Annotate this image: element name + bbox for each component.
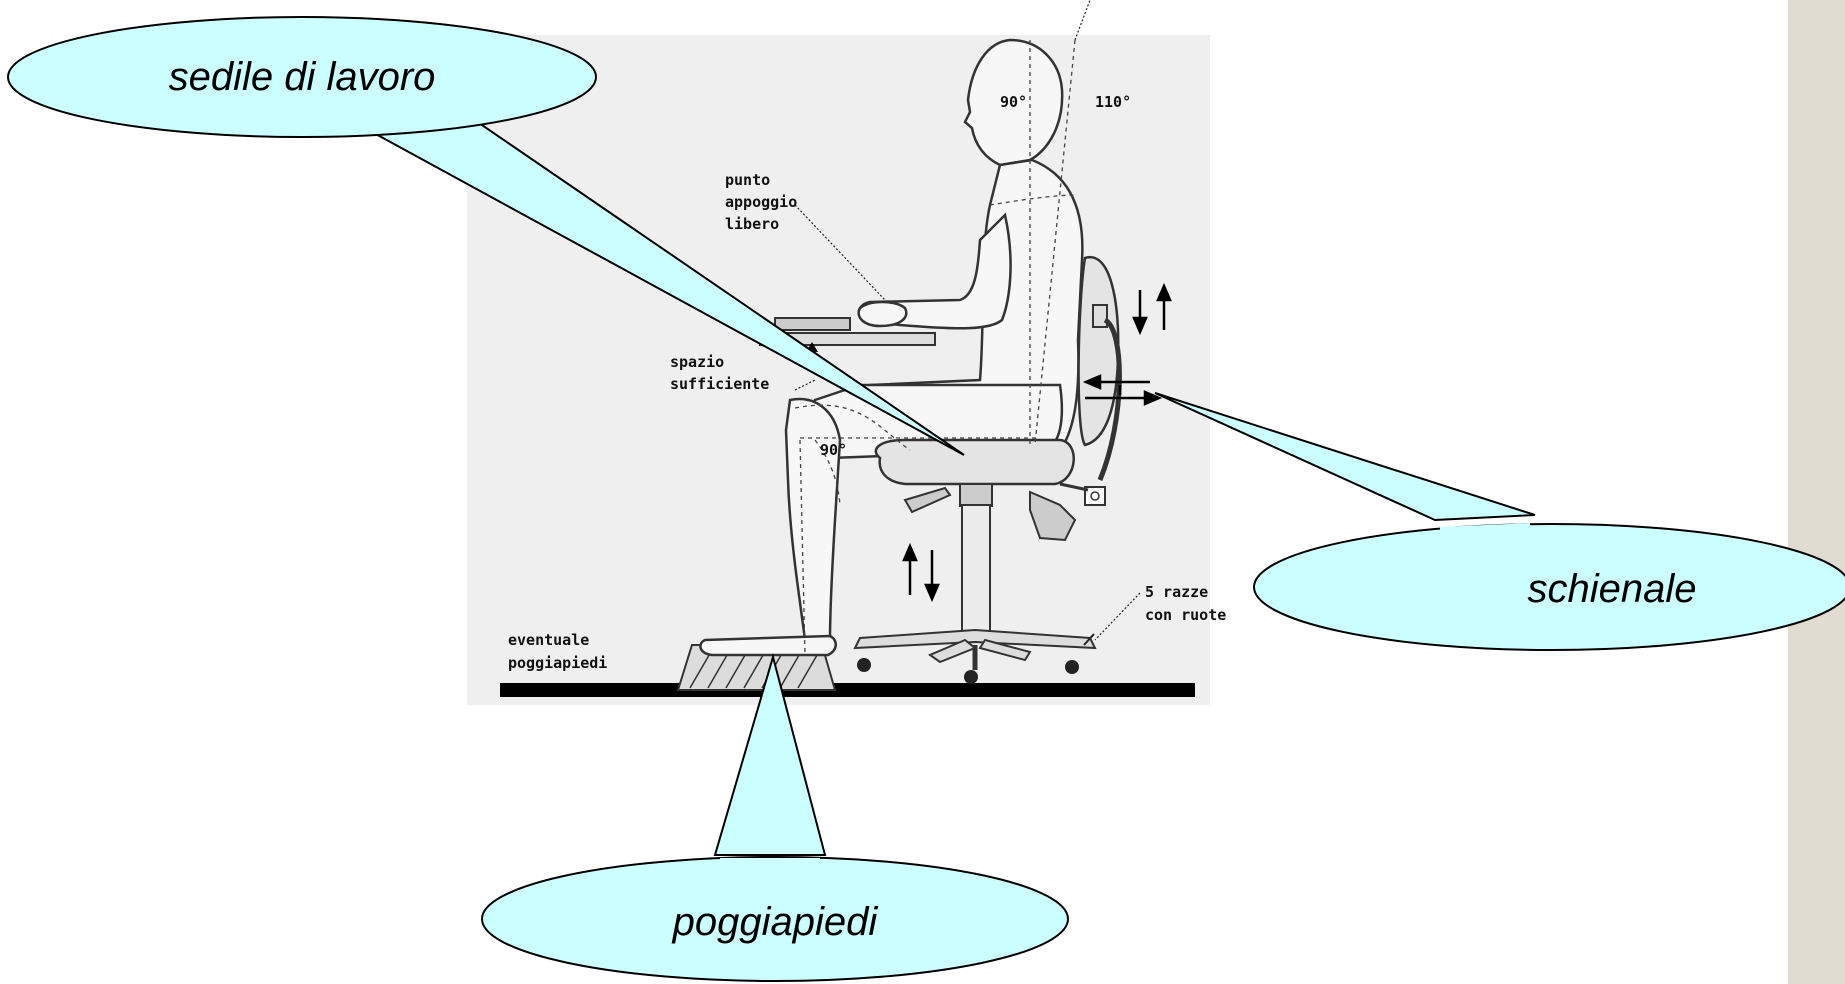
label-support-3: libero <box>725 215 779 233</box>
label-support-2: appoggio <box>725 193 797 211</box>
label-angle-knee: 90° <box>820 441 847 459</box>
label-support-1: punto <box>725 171 770 189</box>
label-angle-back: 110° <box>1095 93 1131 111</box>
label-space-2: sufficiente <box>670 375 769 393</box>
wheel <box>1065 660 1079 674</box>
seated-posture-illustration: 90° 110° punto appoggio libero spazio su… <box>467 0 1226 705</box>
keyboard <box>775 318 850 330</box>
callout-footrest-text: poggiapiedi <box>672 900 879 944</box>
label-wheels-2: con ruote <box>1145 606 1226 624</box>
label-footrest-1: eventuale <box>508 631 589 649</box>
label-angle-head: 90° <box>1000 93 1027 111</box>
callout-backrest: schienale <box>1155 393 1845 650</box>
label-space-1: spazio <box>670 353 724 371</box>
label-footrest-2: poggiapiedi <box>508 654 607 672</box>
callout-footrest: poggiapiedi <box>482 657 1068 981</box>
wheel <box>857 658 871 672</box>
label-wheels-1: 5 razze <box>1145 583 1208 601</box>
callout-backrest-text: schienale <box>1527 567 1696 611</box>
floor-line <box>500 683 1195 697</box>
callout-seat-text: sedile di lavoro <box>169 55 436 99</box>
wheel <box>964 670 978 684</box>
